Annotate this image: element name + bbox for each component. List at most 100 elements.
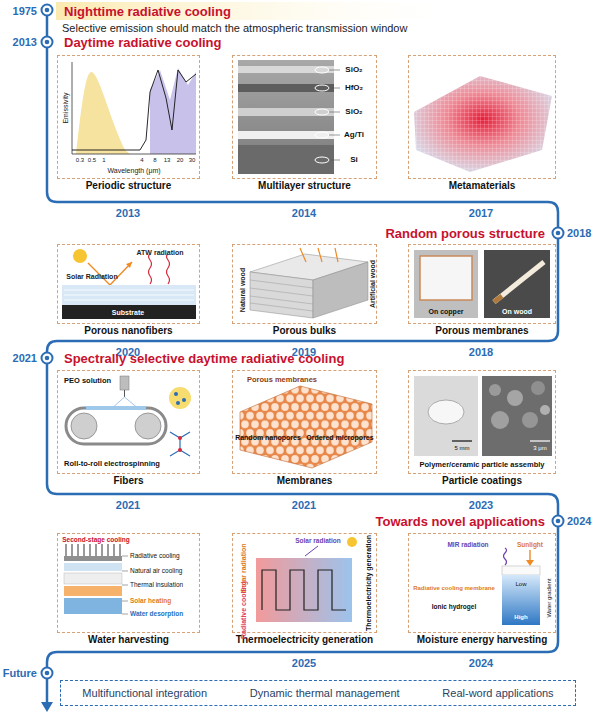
example-panel: Porous bulks	[232, 244, 377, 324]
panel-caption: Periodic structure	[48, 180, 209, 191]
part-label: High	[514, 614, 527, 620]
part-label: Thermal insulation	[130, 582, 183, 589]
part-label: Radiative cooling membrane	[413, 585, 495, 591]
era-heading: Spectrally selective daytime radiative c…	[64, 352, 344, 365]
electrospinning-schematic	[66, 376, 191, 456]
multilayer-image	[238, 66, 334, 73]
axis-tick: 8	[153, 157, 156, 163]
panel-caption: Water harvesting	[48, 634, 209, 645]
part-label: Water desorption	[130, 611, 183, 618]
axis-tick: 0.3	[76, 157, 84, 163]
year-label: Future	[3, 668, 37, 679]
panel-caption: Metamaterials	[399, 180, 565, 191]
water-harvester	[64, 573, 122, 584]
metamaterial-surface	[414, 76, 552, 172]
water-harvester	[64, 563, 122, 571]
era-heading: Towards novel applications	[375, 515, 545, 528]
part-label: Radiative cooling	[130, 553, 180, 560]
hydrogel-stack	[502, 575, 540, 625]
particle-photo	[531, 381, 545, 395]
water-harvester	[64, 586, 122, 596]
year-marker	[45, 8, 50, 13]
axis-tick: 0.5	[88, 157, 96, 163]
wood-block	[250, 280, 313, 311]
scale-bar-label: 3 μm	[533, 445, 546, 451]
metamaterial-surface	[414, 76, 552, 172]
part-label: Sunlight	[517, 542, 543, 549]
nanofiber-schematic	[62, 249, 196, 319]
part-label: MIR radiation	[447, 542, 488, 549]
nanofiber-schematic	[73, 249, 87, 263]
year-label: 2014	[292, 208, 316, 219]
year-label: 2021	[292, 500, 316, 511]
electrospinning-schematic	[135, 413, 161, 439]
honeycomb-membrane	[240, 386, 372, 468]
year-label: 2013	[116, 208, 140, 219]
particle-photo	[414, 376, 552, 456]
part-label: SiO₂	[345, 108, 362, 116]
water-harvester	[122, 556, 128, 614]
emissivity-chart	[150, 68, 196, 154]
particle-photo	[530, 440, 550, 441]
hydrogel-stack	[502, 566, 540, 575]
membrane-photo	[414, 250, 478, 318]
particle-photo	[522, 412, 538, 428]
axis-tick: 20	[177, 157, 184, 163]
multilayer-image	[238, 60, 334, 174]
part-label: Ordered micropores	[306, 434, 373, 441]
particle-photo	[414, 376, 478, 456]
example-panel: Thermoelectricity generation	[232, 533, 377, 633]
emissivity-chart	[76, 72, 130, 154]
heading-band	[56, 2, 456, 20]
part-label: SiO₂	[345, 66, 362, 74]
water-harvester	[64, 598, 122, 614]
panel-caption: Fibers	[48, 475, 209, 486]
multilayer-image	[329, 70, 340, 160]
year-marker	[45, 40, 50, 45]
thermoelectric-module	[256, 558, 352, 622]
part-label: Water gradient	[546, 578, 552, 617]
year-label: 2024	[567, 516, 591, 527]
electrospinning-schematic	[71, 413, 97, 439]
part-label: Roll-to-roll electrospinning	[64, 460, 160, 468]
nanofiber-schematic	[64, 290, 194, 300]
year-marker	[45, 356, 50, 361]
year-label: 2024	[469, 658, 493, 669]
year-label: 2021	[116, 500, 140, 511]
part-label: Ionic hydrogel	[432, 604, 476, 611]
year-marker	[42, 5, 53, 16]
electrospinning-schematic	[66, 408, 166, 444]
note-text: Selective emission should match the atmo…	[62, 23, 407, 34]
part-label: Radiative cooling	[240, 581, 247, 639]
outlook-box: Multifunctional integrationDynamic therm…	[60, 680, 576, 706]
outlook-item: Dynamic thermal management	[250, 688, 400, 699]
part-label: Substrate	[112, 309, 144, 316]
part-label: On wood	[502, 308, 532, 315]
example-panel: Fibers	[57, 370, 200, 474]
year-marker	[556, 519, 561, 524]
year-marker	[556, 231, 561, 236]
electrospinning-schematic	[178, 436, 182, 440]
particle-photo	[452, 440, 472, 441]
era-heading: Random porous structure	[385, 227, 545, 240]
year-marker	[42, 5, 564, 679]
multilayer-image	[238, 84, 334, 92]
particle-photo	[491, 411, 509, 429]
part-label: Si	[350, 156, 358, 164]
hydrogel-stack	[526, 560, 534, 566]
year-marker	[42, 37, 53, 48]
particle-photo	[489, 384, 501, 396]
particle-photo	[482, 376, 552, 456]
nanofiber-schematic	[167, 254, 170, 284]
multilayer-image	[315, 109, 329, 115]
metamaterial-surface	[414, 76, 552, 172]
year-marker	[42, 353, 53, 364]
part-label: Random nanopores	[235, 434, 301, 441]
panel-caption: Thermoelectricity generation	[223, 634, 386, 645]
electrospinning-schematic	[182, 398, 186, 402]
multilayer-image	[315, 132, 329, 138]
part-label: Low	[515, 581, 526, 587]
multilayer-image	[238, 131, 334, 139]
thermoelectric-module	[305, 546, 318, 556]
panel-caption: Particle coatings	[399, 475, 565, 486]
